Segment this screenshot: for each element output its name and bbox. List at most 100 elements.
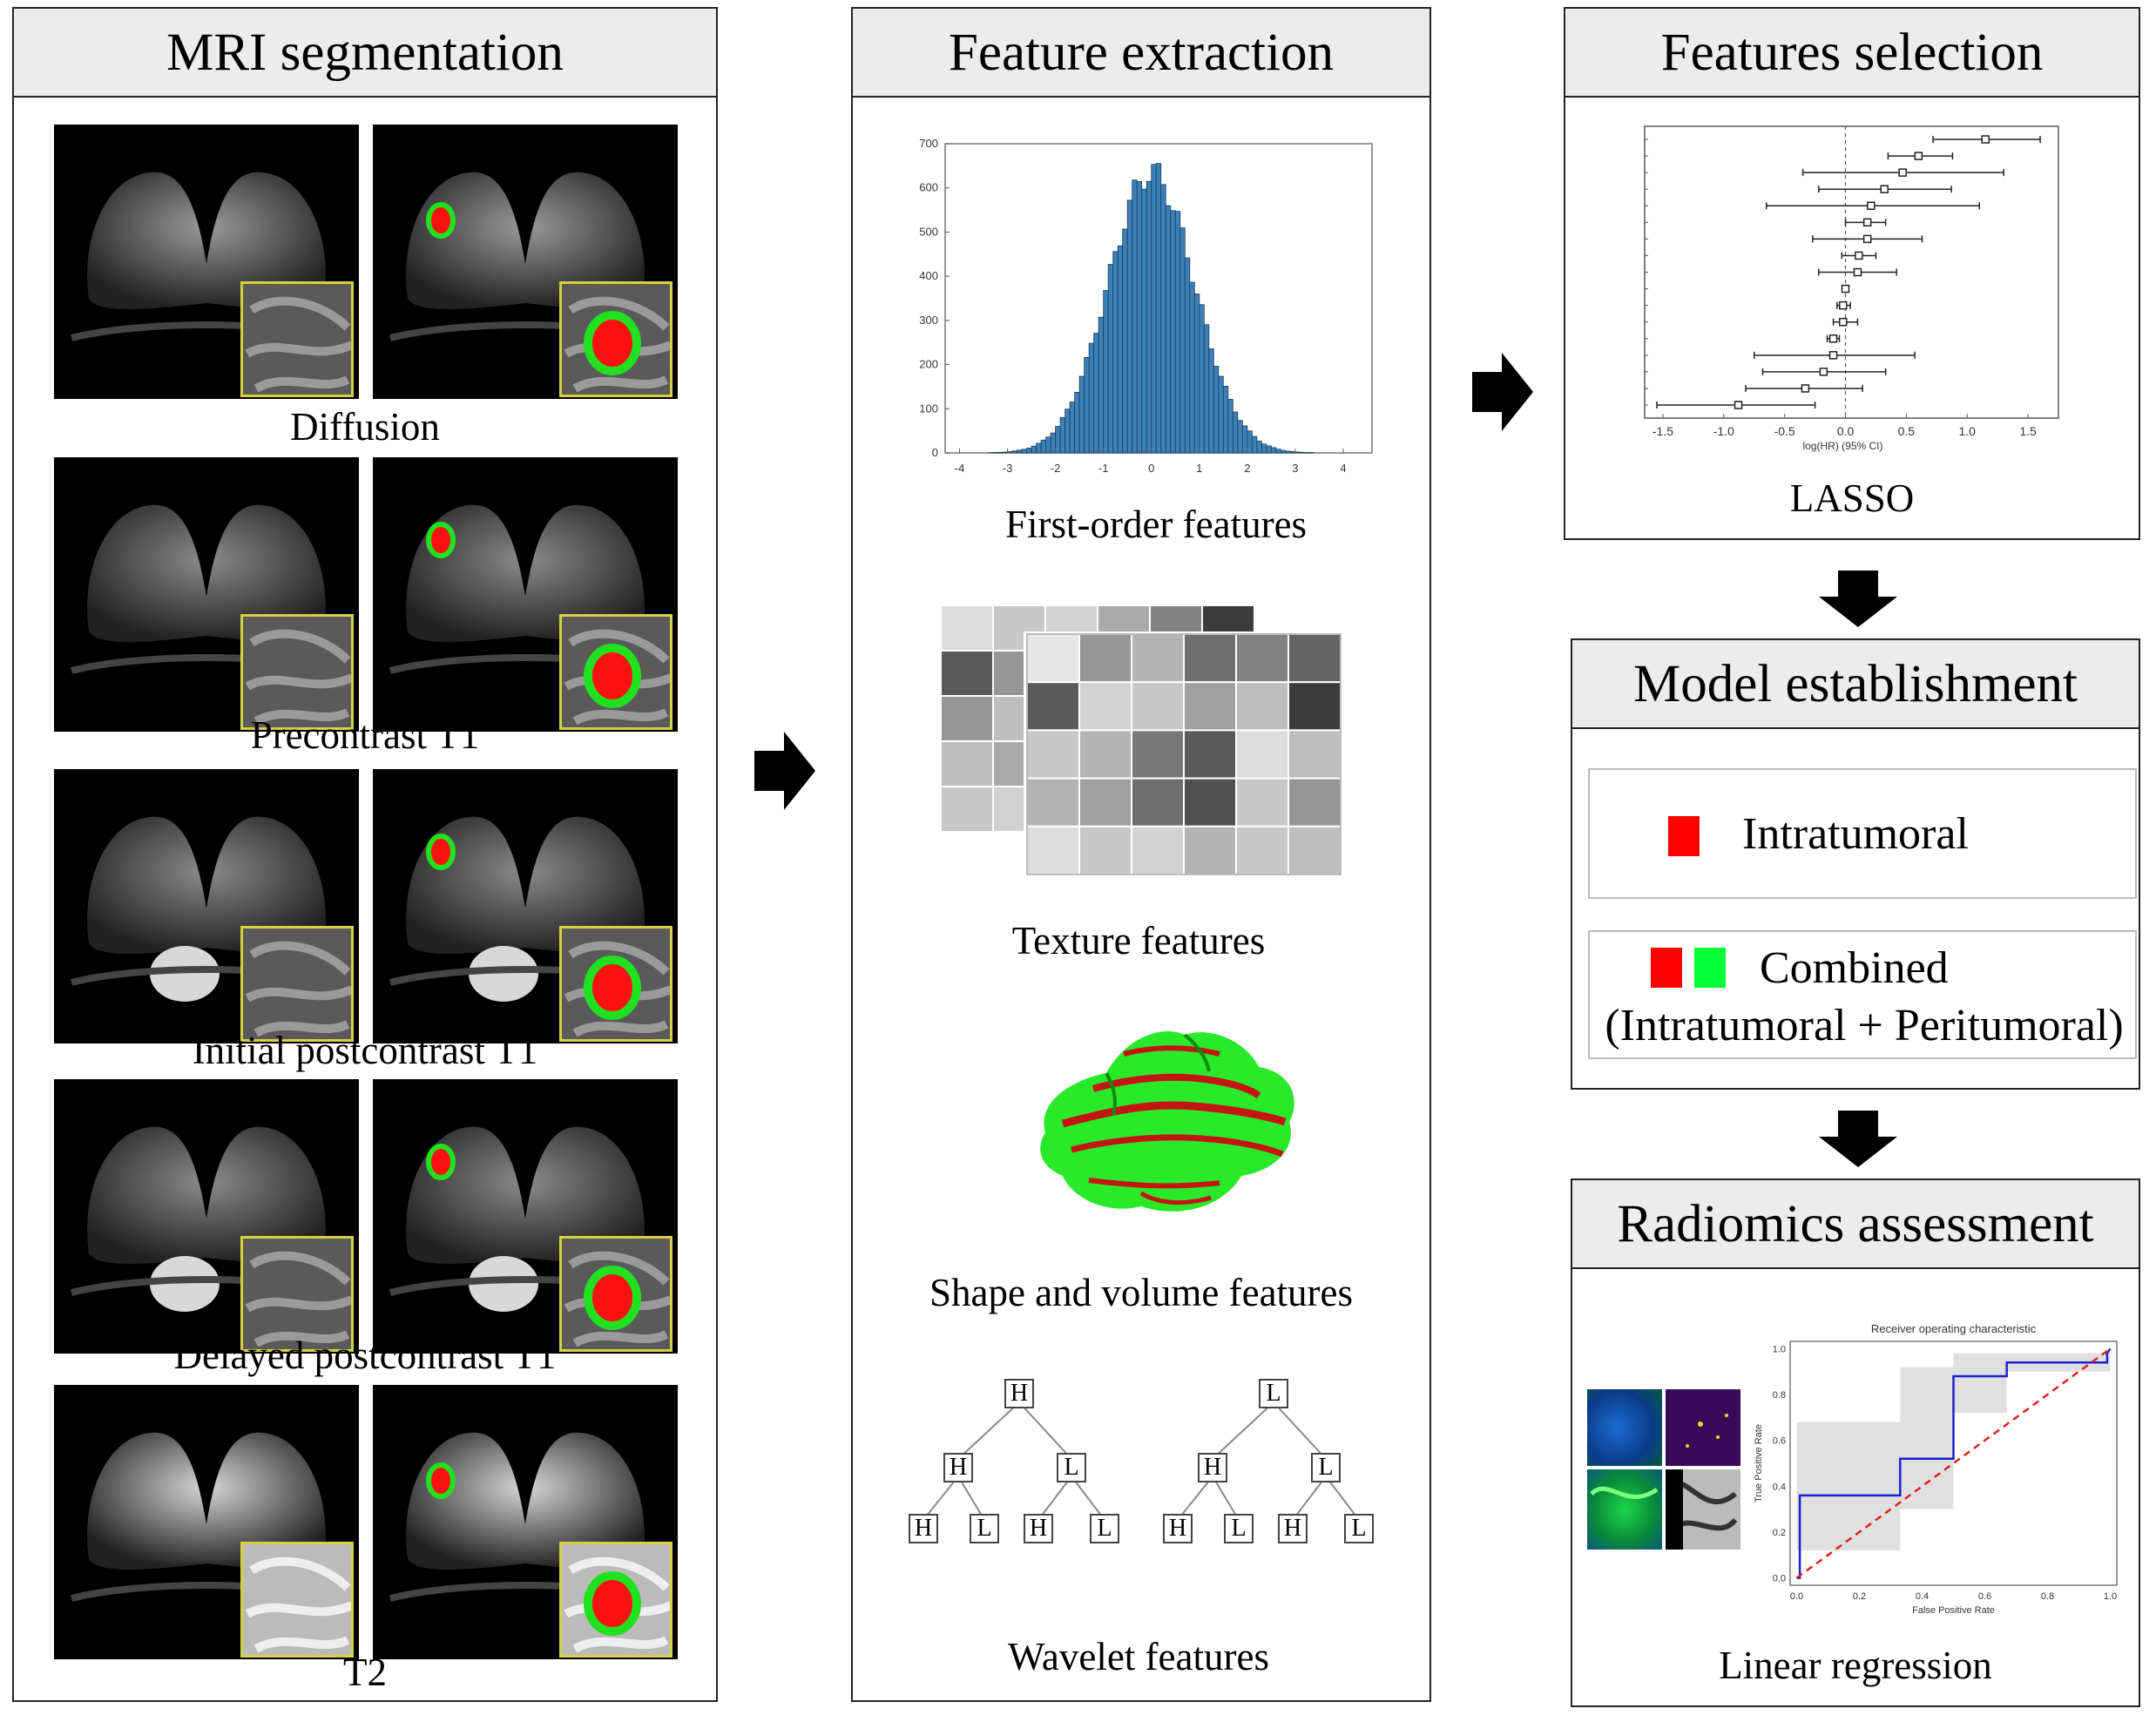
mri-sequence-label: T2 — [343, 1651, 387, 1694]
wavelet-node: L — [1311, 1453, 1341, 1482]
wavelet-node: L — [1057, 1453, 1086, 1482]
mri-sequence-label: Precontrast T1 — [250, 713, 480, 757]
histogram-bar — [1021, 449, 1027, 454]
x-tick-label: 2 — [1244, 462, 1250, 475]
histogram-bar — [1280, 449, 1287, 454]
texture-cell — [1026, 681, 1080, 732]
texture-cell — [1078, 633, 1132, 684]
mri-image — [54, 1385, 359, 1659]
x-tick-label: -1.0 — [1713, 424, 1734, 438]
x-tick-label: -2 — [1051, 462, 1061, 475]
y-tick-label: 500 — [919, 225, 938, 238]
right-arrow-icon — [1472, 353, 1533, 431]
x-tick-label: 0.8 — [2041, 1591, 2054, 1602]
estimate-marker — [1867, 201, 1876, 210]
histogram-bar — [1093, 333, 1099, 454]
histogram-bar — [1160, 184, 1166, 454]
histogram-bar — [1189, 281, 1195, 454]
histogram-bar — [1218, 375, 1224, 454]
y-tick-label: 200 — [919, 358, 938, 371]
zoom-inset — [240, 614, 354, 730]
y-tick-label: 1.0 — [1773, 1344, 1786, 1354]
texture-cell — [940, 740, 994, 787]
texture-cell — [1288, 825, 1342, 875]
histogram-bar — [1011, 450, 1017, 454]
histogram-bar — [1208, 348, 1214, 454]
model-establishment-header: Model establishment — [1572, 640, 2139, 729]
wavelet-node: L — [1259, 1379, 1288, 1408]
texture-cell — [940, 604, 994, 652]
texture-cell — [1078, 777, 1132, 827]
histogram-bar — [1045, 436, 1051, 454]
histogram-bar — [1146, 180, 1152, 454]
texture-cell — [1078, 825, 1132, 875]
texture-cell — [940, 786, 994, 833]
histogram-bar — [1050, 432, 1057, 454]
y-tick-label: 0.4 — [1773, 1482, 1786, 1492]
texture-cell — [1288, 633, 1342, 684]
histogram-bar — [1084, 357, 1090, 454]
linear-regression-label: Linear regression — [1719, 1644, 1992, 1687]
texture-cell — [1026, 825, 1080, 875]
y-tick-label: 0.2 — [1773, 1528, 1786, 1538]
mri-panel-title: MRI segmentation — [166, 23, 564, 82]
histogram-bar — [1117, 245, 1124, 454]
x-tick-label: 4 — [1340, 462, 1346, 475]
histogram-bar — [1151, 164, 1157, 454]
first-order-label: First-order features — [1004, 503, 1308, 546]
feature-extraction-title: Feature extraction — [948, 23, 1335, 82]
histogram-bar — [1266, 445, 1272, 454]
histogram-bar — [1132, 179, 1138, 454]
mri-image — [54, 1079, 359, 1354]
zoom-inset — [559, 1236, 672, 1352]
texture-cell — [1078, 681, 1132, 732]
histogram-bar — [1103, 290, 1109, 454]
texture-cell — [1131, 825, 1185, 875]
texture-cell — [940, 650, 994, 697]
features-selection-title: Features selection — [1660, 23, 2044, 82]
down-arrow-icon — [1819, 1111, 1897, 1167]
mri-sequence-label: Diffusion — [290, 405, 440, 449]
wavelet-node: L — [1090, 1514, 1119, 1543]
x-tick-label: -1.5 — [1652, 424, 1673, 438]
texture-cell — [1235, 729, 1289, 780]
histogram-bar — [1247, 430, 1253, 454]
histogram-bar — [1088, 342, 1095, 454]
y-tick-label: 0.0 — [1773, 1574, 1786, 1584]
estimate-marker — [1862, 234, 1872, 244]
histogram-bar — [1031, 445, 1037, 454]
estimate-marker — [1880, 185, 1889, 193]
histogram-bar — [1017, 449, 1023, 454]
x-axis-label: False Positive Rate — [1912, 1605, 1995, 1616]
x-tick-label: 1 — [1196, 462, 1202, 475]
texture-cell — [1183, 729, 1237, 780]
x-tick-label: -0.5 — [1774, 424, 1795, 438]
histogram-bar — [997, 451, 1004, 454]
mri-segmented-image — [373, 457, 678, 732]
texture-cell — [1288, 777, 1342, 827]
peritumoral-swatch — [1694, 948, 1726, 988]
estimate-marker — [1898, 168, 1907, 177]
histogram-bar — [1069, 402, 1076, 454]
mri-image — [54, 457, 359, 732]
intratumoral-swatch — [1668, 816, 1700, 856]
x-tick-label: 0.2 — [1853, 1591, 1866, 1602]
radiomics-title: Radiomics assessment — [1617, 1194, 2094, 1253]
intratumoral-swatch — [1651, 948, 1682, 988]
wavelet-node: H — [909, 1514, 938, 1543]
histogram-bar — [1170, 210, 1176, 454]
estimate-marker — [1828, 334, 1838, 343]
histogram-bar — [1122, 228, 1128, 454]
histogram-bar — [1290, 451, 1296, 454]
wavelet-node: L — [1224, 1514, 1254, 1543]
combined-option: Combined (Intratumoral + Peritumoral) — [1588, 930, 2137, 1059]
estimate-marker — [1981, 135, 1990, 144]
texture-cell — [1288, 681, 1342, 732]
texture-cell — [1183, 633, 1237, 684]
histogram-bar — [1174, 211, 1181, 454]
x-tick-label: 1.0 — [2104, 1591, 2117, 1602]
estimate-marker — [1914, 152, 1923, 160]
wavelet-node: H — [1198, 1453, 1227, 1482]
mri-segmented-image — [373, 1079, 678, 1354]
